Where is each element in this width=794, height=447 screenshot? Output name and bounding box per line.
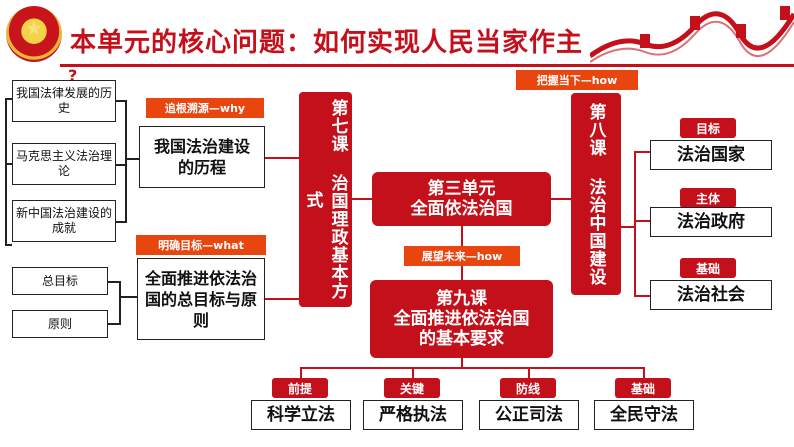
page-title: 本单元的核心问题：如何实现人民当家作主 <box>70 28 584 58</box>
connector <box>461 358 463 368</box>
right-tag-3: 基础 <box>680 258 736 278</box>
connector <box>300 367 302 379</box>
header-divider <box>60 64 794 67</box>
connector <box>116 164 126 166</box>
bottom-item-3: 公正司法 <box>479 400 579 430</box>
connector <box>412 367 414 379</box>
connector <box>528 367 530 379</box>
right-item-2: 法治政府 <box>650 207 772 237</box>
connector <box>125 158 139 160</box>
bottom-tag-2: 关键 <box>384 378 440 398</box>
course-goal: 全面推进依法治国的总目标与原则 <box>137 258 265 340</box>
right-tag-1: 目标 <box>680 118 736 138</box>
bracket-line <box>5 98 7 245</box>
connector <box>119 296 137 298</box>
connector <box>300 367 644 369</box>
right-item-1: 法治国家 <box>650 140 772 170</box>
connector <box>634 151 636 296</box>
connector <box>116 221 126 223</box>
question-mark: ? <box>68 66 78 85</box>
connector <box>265 298 299 300</box>
connector <box>621 226 635 228</box>
tag-what: 明确目标—what <box>136 235 266 255</box>
tag-how-now: 把握当下—how <box>516 70 638 90</box>
national-emblem-icon <box>6 6 62 62</box>
connector <box>116 100 126 102</box>
lesson9-box: 第九课 全面推进依法治国 的基本要求 <box>370 280 553 358</box>
goal-item-2: 原则 <box>12 310 108 338</box>
connector <box>352 198 372 200</box>
bottom-tag-3: 防线 <box>500 378 556 398</box>
goal-item-1: 总目标 <box>12 267 108 295</box>
history-item-2: 马克思主义法治理论 <box>12 143 116 185</box>
connector <box>265 157 299 159</box>
unit-box: 第三单元 全面依法治国 <box>372 172 551 226</box>
bottom-tag-1: 前提 <box>272 378 328 398</box>
bottom-item-4: 全民守法 <box>594 400 694 430</box>
bottom-item-1: 科学立法 <box>251 400 351 430</box>
connector <box>108 281 120 283</box>
connector <box>119 281 121 325</box>
tag-why: 追根溯源—why <box>146 98 264 118</box>
bracket-tick <box>5 98 12 100</box>
lesson8-box: 第八课 法治中国建设 <box>571 93 621 295</box>
lesson7-box: 第七课 治国理政基本方式 <box>299 92 352 307</box>
connector <box>125 100 127 223</box>
connector <box>643 367 645 379</box>
right-item-3: 法治社会 <box>650 280 772 310</box>
star-icon: ★ <box>25 16 43 40</box>
connector <box>551 198 571 200</box>
bracket-tick <box>5 163 12 165</box>
bottom-tag-4: 基础 <box>615 378 671 398</box>
right-tag-2: 主体 <box>680 188 736 208</box>
bottom-item-2: 严格执法 <box>363 400 463 430</box>
history-item-1: 我国法律发展的历史 <box>12 80 116 122</box>
connector <box>634 295 650 297</box>
connector <box>634 220 650 222</box>
course-history: 我国法治建设的历程 <box>139 126 265 188</box>
connector <box>108 323 120 325</box>
great-wall-icon <box>590 6 794 63</box>
bracket-tick <box>5 244 12 246</box>
connector <box>634 151 650 153</box>
tag-how-future: 展望未来—how <box>404 246 520 266</box>
history-item-3: 新中国法治建设的成就 <box>12 200 116 242</box>
